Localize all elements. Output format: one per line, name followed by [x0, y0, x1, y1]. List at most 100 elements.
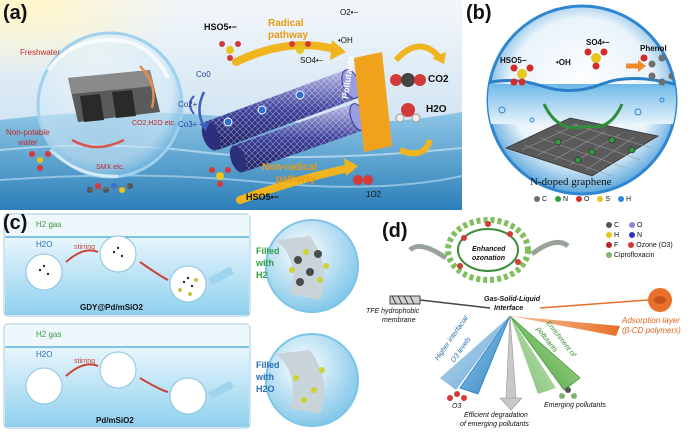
legend-row: F Ozone (O3)	[606, 242, 696, 249]
green-arrow-right	[585, 103, 624, 129]
panel-b: (b) HSO5− •OH SO4•− Phenol N-doped graph…	[462, 0, 700, 210]
stirring-arrow-top	[65, 249, 99, 263]
hso5-label: HSO5−	[500, 56, 527, 65]
non-potable-label: Non-potable	[6, 128, 50, 137]
tfe-membrane	[389, 295, 421, 305]
particle-bottom-2	[99, 351, 137, 389]
panel-d-label: (d)	[382, 220, 408, 242]
co3plus-label: Co3+	[178, 120, 198, 129]
legend-dot	[606, 242, 612, 249]
pathway-label: pathway	[268, 30, 309, 41]
so4-label: SO4•−	[586, 38, 610, 47]
top-h2o-label: H2O	[36, 240, 53, 249]
bottom-h2o-label: H2O	[36, 350, 53, 359]
atom-legend-d: C O H N F Ozone (O3) Ciprofloxacin	[606, 222, 696, 259]
legend-dot	[628, 242, 635, 249]
fill-arrow-top	[208, 266, 234, 286]
interface-label-2: Interface	[494, 305, 524, 312]
radical-label: Radical	[268, 18, 304, 29]
hso5-molecule	[510, 64, 534, 86]
efficient-label-1: Efficient degradation	[464, 412, 528, 419]
graphene-title: N-doped graphene	[530, 176, 612, 188]
oh-radical-label: •OH	[338, 36, 353, 45]
top-with-label: with	[256, 258, 274, 268]
emerging-pollutants-label: Emerging pollutants	[544, 402, 606, 409]
fill-arrow-bottom	[208, 380, 234, 400]
legend-dot	[576, 196, 583, 203]
freshwater-label: Freshwater	[20, 48, 61, 57]
legend-dot	[629, 232, 636, 239]
interface-line-right	[539, 299, 649, 309]
top-stirring-label: stirring	[74, 244, 96, 251]
green-arrow-left	[542, 103, 587, 130]
smx-label: SMX etc.	[96, 164, 125, 171]
co2-molecule	[390, 73, 426, 87]
bottom-filled-label: Filled	[256, 360, 280, 370]
so4-radical-label: SO4•−	[300, 56, 324, 65]
bottom-caption: Pd/mSiO2	[96, 416, 134, 425]
product-molecule	[29, 151, 51, 171]
panel-d: (d) Enhanced ozonation Gas-Solid-Liquid …	[360, 210, 700, 433]
carbon-nanotube-1	[201, 69, 361, 151]
legend-item-o: O	[629, 222, 642, 229]
orange-fan-arrow	[510, 316, 620, 336]
h2o-label: H2O	[426, 104, 447, 115]
sulfate-molecule-bottom	[209, 167, 231, 187]
nonradical-pathway-arrow	[236, 164, 354, 204]
top-medium-label: H2	[256, 270, 268, 280]
legend-item-s: S	[597, 196, 610, 203]
legend-dot	[597, 196, 604, 203]
particle-top-3	[169, 265, 207, 303]
co0-label: Co0	[196, 70, 211, 79]
particle-bottom-1	[25, 367, 63, 405]
co2-h2o-label: CO2,H2O etc.	[132, 120, 176, 127]
sulfate-molecule-top	[219, 41, 241, 61]
swirl-arrow	[71, 138, 125, 149]
co2plus-label: Co2+	[178, 100, 198, 109]
interface-line-left	[419, 299, 491, 309]
so4-molecule	[584, 48, 608, 70]
legend-item-h: H	[606, 232, 619, 239]
legend-dot	[534, 196, 540, 203]
ozone-icon	[447, 391, 467, 401]
panel-a: (a) Freshwater Non-potable water CO2,H2O…	[0, 0, 462, 210]
stirring-arrow-bottom	[65, 363, 99, 377]
adsorption-label-2: (β-CD polymers)	[622, 326, 681, 335]
h2o-molecule	[395, 103, 421, 123]
top-filled-label: Filled	[256, 246, 280, 256]
legend-dot	[606, 222, 612, 229]
smx-molecule	[87, 183, 133, 193]
o2-radical-label: O2•−	[340, 8, 359, 17]
particle-top-1	[25, 253, 63, 291]
bottom-medium-label: H2O	[256, 384, 275, 394]
legend-row: C O	[606, 222, 696, 229]
panel-b-label: (b)	[466, 2, 492, 24]
panel-a-label: (a)	[3, 2, 28, 24]
tfe-label-1: TFE hydrophobic	[366, 308, 420, 315]
top-caption: GDY@Pd/mSiO2	[80, 303, 143, 312]
blue-fan-arrow	[459, 315, 511, 395]
product-arrow-co2	[393, 43, 443, 63]
panel-b-illustration	[486, 4, 678, 196]
hso5-bottom-label: HSO5•−	[246, 192, 279, 202]
legend-dot	[629, 222, 636, 229]
legend-row: Ciprofloxacin	[606, 252, 696, 259]
panel-c-label: (c)	[3, 212, 28, 234]
adsorption-label-1: Adsorption layer	[622, 316, 680, 325]
legend-row: H N	[606, 232, 696, 239]
atom-legend-b: C N O S H	[534, 196, 631, 203]
legend-item-h: H	[618, 196, 631, 203]
legend-item-ciprofloxacin: Ciprofloxacin	[606, 252, 654, 259]
radical-pathway-arrow	[232, 41, 342, 66]
bottom-with-label: with	[256, 372, 274, 382]
oh-label: •OH	[556, 58, 571, 67]
curve-arrow-left	[408, 243, 448, 261]
legend-dot	[606, 252, 612, 259]
phenol-label: Phenol	[640, 44, 667, 53]
water-label: water	[18, 138, 38, 147]
panel-c: (c) H2 gas H2O stirring GDY@Pd/mSiO2 Fil…	[0, 210, 360, 433]
green-fan-arrow	[509, 315, 581, 391]
legend-dot	[618, 196, 625, 203]
sulfate-molecule-radical	[289, 41, 311, 54]
pollutant-icon	[559, 387, 577, 399]
